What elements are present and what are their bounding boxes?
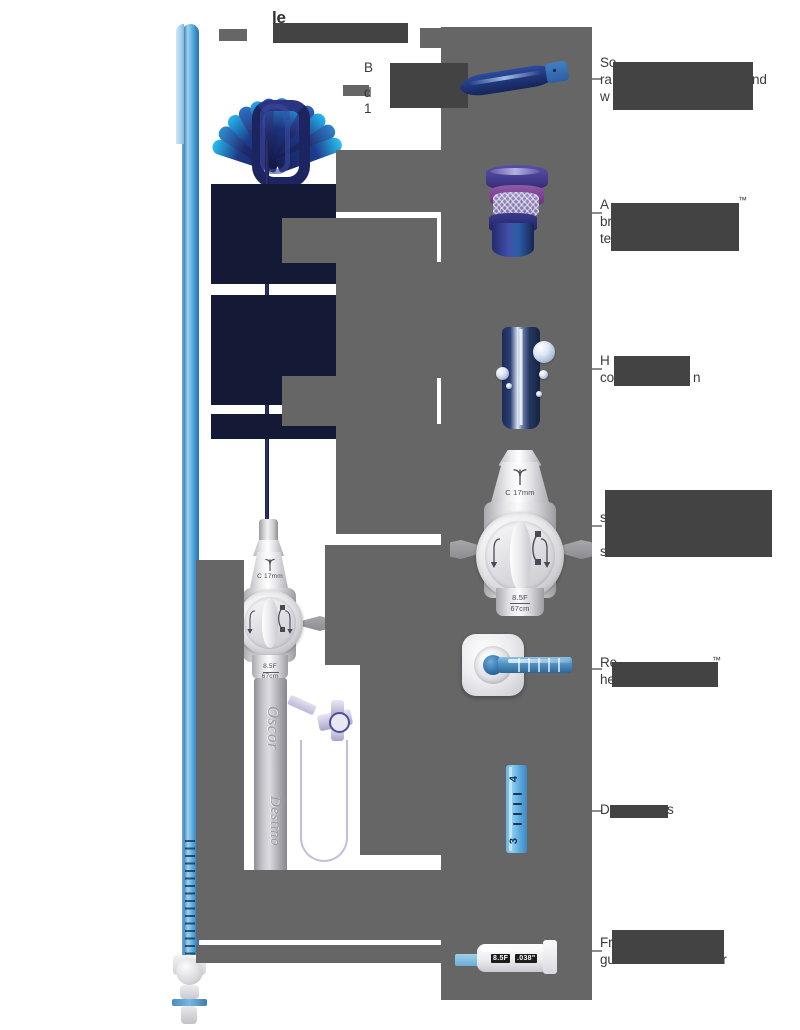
callout-art-depth-markers: 4 3 — [500, 765, 534, 853]
sideport-stem — [287, 694, 317, 716]
callout-5-line-2: he — [600, 672, 615, 687]
depth-marker-value-1: 4 — [508, 775, 521, 783]
redaction-block-title-bullet — [219, 29, 247, 41]
redaction-callout-3 — [614, 356, 690, 386]
leader-line-4 — [592, 525, 602, 527]
redaction-callout-4 — [605, 490, 772, 557]
redaction-block-leader-1 — [343, 85, 369, 96]
sideport-tubing — [300, 740, 348, 862]
handle-french-size: 8.5F — [263, 663, 277, 670]
callout-2-trademark: ™ — [738, 195, 747, 205]
leader-line-7 — [592, 950, 602, 952]
curve-symbol-icon — [264, 558, 276, 571]
callout-knob-rotation-icon — [530, 530, 546, 568]
dilator-size-label: 8.5F — [491, 954, 511, 963]
callout-3-line-2-tail: n — [693, 370, 701, 385]
body-text-line-3: 1 — [364, 101, 372, 116]
callout-knob-arrow-left-icon — [489, 536, 505, 569]
callout-4-line-2: s — [600, 510, 607, 525]
sheath-hub-tip — [181, 1006, 197, 1024]
redaction-block-mid-1 — [282, 218, 437, 263]
callout-art-braid — [484, 165, 550, 265]
callout-art-steerable-handle: C 17mm 8.5F 67cm — [450, 448, 592, 620]
callout-6-line-1: D — [600, 802, 610, 817]
callout-7-line-2: gu — [600, 952, 615, 967]
brand-logo-secondary: Destino — [267, 796, 283, 847]
callout-1-tail: nd — [752, 72, 767, 87]
redaction-block-mid-4 — [336, 262, 441, 378]
callout-3-line-2: co — [600, 370, 615, 385]
sheath-shaft-highlight — [176, 24, 184, 144]
redaction-callout-7 — [612, 930, 724, 964]
callout-6-line-2: s — [667, 802, 674, 817]
body-text-line-1: B — [364, 60, 373, 75]
callout-art-curve-shape — [458, 60, 576, 106]
handle-knob-blade[interactable] — [262, 598, 278, 648]
leader-line-2 — [592, 212, 602, 214]
basket-center-loop-highlight — [260, 104, 290, 174]
redaction-callout-5 — [612, 662, 718, 687]
redaction-block-title-right — [420, 28, 441, 48]
handle-grip[interactable] — [254, 678, 287, 878]
callout-2-line-1: A — [600, 197, 609, 212]
callout-1-line-3: w — [600, 89, 610, 104]
callout-art-dilator: 8.5F .038" — [455, 936, 580, 980]
callout-1-line-1: So — [600, 55, 617, 70]
catheter-distal-basket — [208, 42, 344, 188]
callout-7-line-1: Fr — [600, 935, 613, 950]
body-text-line-2: d — [364, 85, 372, 100]
callout-handle-curve-label: C 17mm — [505, 488, 535, 497]
redaction-callout-6 — [610, 805, 668, 818]
leader-line-3 — [592, 368, 602, 370]
sheath-shaft — [182, 24, 199, 956]
callout-5-trademark: ™ — [712, 655, 721, 665]
callout-handle-french-size: 8.5F — [512, 593, 528, 602]
brand-logo-primary: Oscor — [264, 706, 283, 751]
stopcock-valve-ring[interactable] — [329, 712, 350, 733]
page-title: le — [272, 8, 286, 27]
handle-lower-collar — [252, 655, 288, 679]
callout-2-line-2: br — [600, 214, 612, 229]
redaction-block-bottom-1 — [196, 870, 441, 940]
redaction-block-mid-7 — [360, 665, 441, 855]
handle-working-length: 67cm — [261, 673, 279, 680]
callout-3-line-1: H — [600, 353, 610, 368]
callout-art-hemostasis-valve — [462, 632, 590, 700]
sheath-hub-neck — [180, 985, 199, 999]
redaction-block-subtitle — [273, 23, 408, 43]
callout-handle-working-length: 67cm — [510, 604, 530, 613]
sheath-graduation-marks — [185, 840, 195, 958]
redaction-block-sheath — [196, 835, 218, 930]
leader-line-5 — [592, 668, 602, 670]
redaction-block-mid-2 — [282, 376, 437, 426]
knob-arrow-right-icon — [280, 609, 294, 635]
leader-line-1 — [592, 78, 602, 80]
redaction-block-mid-6 — [325, 545, 441, 665]
guidewire-size-label: .038" — [515, 954, 538, 963]
callout-2-line-3: te — [600, 231, 612, 246]
redaction-callout-1 — [613, 62, 753, 110]
redaction-block-body-1 — [390, 63, 468, 108]
knob-arrow-left-icon — [246, 609, 260, 635]
knob-rotation-arrow-icon — [276, 604, 290, 634]
callout-art-hydrophilic — [496, 325, 556, 435]
handle-strain-relief — [259, 519, 278, 543]
leader-line-6 — [592, 810, 602, 812]
handle-marking-divider — [263, 672, 279, 673]
handle-curve-label: C 17mm — [257, 573, 283, 580]
callout-4-line-4: s — [600, 544, 607, 559]
callout-knob-arrow-right-icon — [536, 536, 552, 569]
callout-1-line-2: ra — [600, 72, 612, 87]
redaction-block-mid-3 — [336, 150, 441, 212]
redaction-block-mid-5 — [336, 424, 441, 534]
redaction-block-bottom-2 — [196, 945, 441, 963]
depth-marker-value-2: 3 — [508, 837, 521, 845]
callout-curve-symbol-icon — [512, 468, 528, 485]
redaction-callout-2 — [611, 203, 739, 251]
sheath-hub-flange — [172, 999, 207, 1006]
